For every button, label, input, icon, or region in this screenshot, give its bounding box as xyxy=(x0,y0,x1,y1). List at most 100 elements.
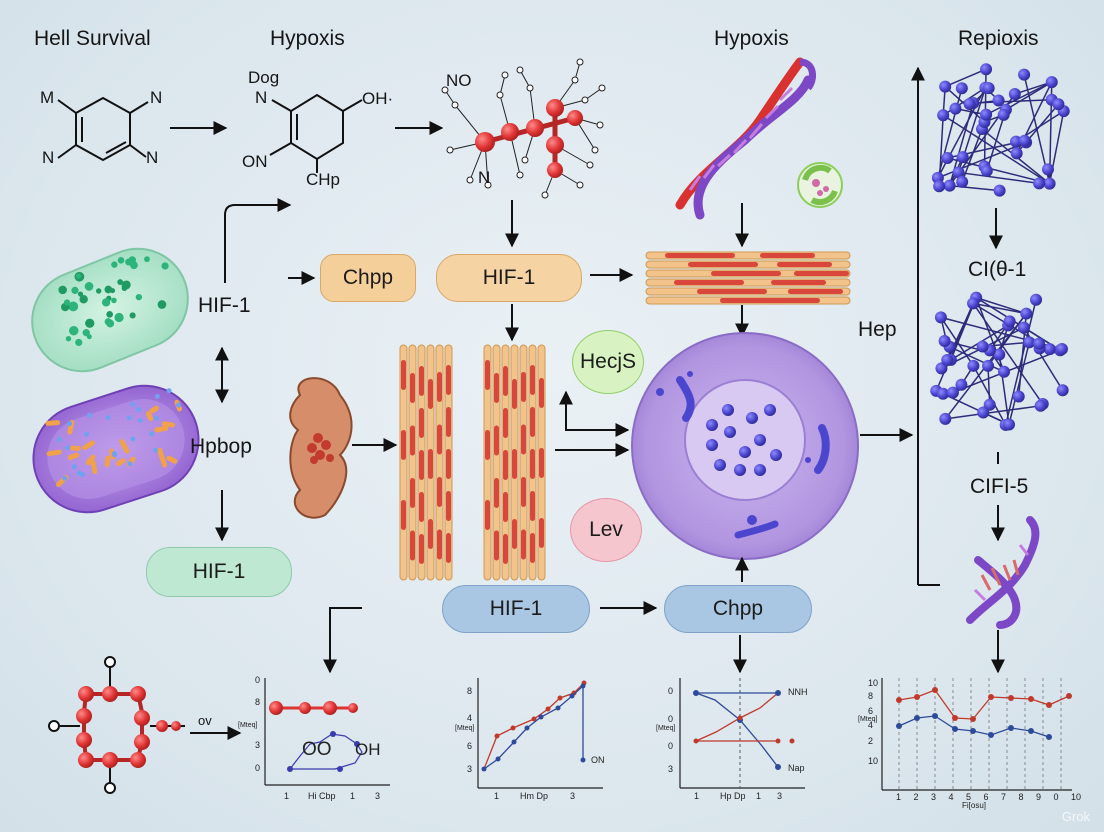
muscle-fibers-left xyxy=(399,344,453,581)
protein-node xyxy=(937,109,950,122)
organelle-dot xyxy=(76,470,82,476)
nucleus-node xyxy=(770,449,782,461)
fiber-band xyxy=(494,425,499,456)
chart-point xyxy=(932,713,938,719)
fiber-band xyxy=(485,500,490,530)
chart-point xyxy=(952,726,958,732)
protein-node xyxy=(1052,98,1065,111)
molecule-hexagon-1 xyxy=(57,96,149,162)
fiber-band xyxy=(401,360,406,390)
pill-chpp-blue[interactable]: Chpp xyxy=(664,585,812,633)
protein-node xyxy=(939,412,952,425)
fiber-band xyxy=(530,407,535,437)
fiber-band xyxy=(512,379,517,409)
organelle-dot xyxy=(86,412,92,418)
fiber-band xyxy=(521,372,526,402)
protein-node xyxy=(976,340,989,353)
tick-label: 8 xyxy=(868,691,874,701)
fiber-band xyxy=(503,366,508,396)
chart-point xyxy=(269,701,283,715)
tick-label: 3 xyxy=(777,791,783,801)
organelle-dot xyxy=(101,298,111,307)
organelle-dot xyxy=(95,288,102,294)
protein-node xyxy=(955,82,968,95)
badge-lev[interactable]: Lev xyxy=(570,498,642,562)
protein-node xyxy=(1055,343,1068,356)
organelle-dot xyxy=(130,436,136,442)
organelle-dot xyxy=(86,334,92,340)
fiber-band xyxy=(503,534,508,564)
chart-point xyxy=(299,702,311,714)
pill-hif1-top[interactable]: HIF-1 xyxy=(436,254,582,302)
organelle-dot xyxy=(58,285,67,295)
stack-band xyxy=(711,271,781,276)
tick-label: 0 xyxy=(255,675,261,685)
muscle-fiber xyxy=(435,344,444,581)
nucleus-node xyxy=(706,439,718,451)
organelle-dot xyxy=(65,445,71,451)
organelle-dot xyxy=(129,312,136,319)
legend-label: ON xyxy=(591,755,605,765)
organelle-dot xyxy=(63,299,71,306)
protein-node xyxy=(934,311,947,324)
legend-label: Nap xyxy=(788,763,805,773)
nucleus-node xyxy=(746,412,758,424)
organelle-dot xyxy=(62,475,68,481)
organelle-squiggle xyxy=(149,405,159,414)
organelle-dot xyxy=(157,300,167,309)
chart-series-line xyxy=(695,692,779,768)
fiber-band xyxy=(428,449,433,479)
organelle-dot xyxy=(161,262,169,270)
chart-point xyxy=(970,716,976,722)
organelle-squiggle xyxy=(67,452,80,461)
tick-label: 0 xyxy=(668,686,674,696)
tick-label: 3 xyxy=(570,791,576,801)
protein-node xyxy=(943,179,956,192)
chart-point xyxy=(580,683,586,689)
tick-label: 3 xyxy=(375,791,381,801)
organelle-dot xyxy=(105,415,111,421)
organelle-dot xyxy=(166,388,172,394)
fiber-stack xyxy=(645,251,851,305)
protein-node xyxy=(967,359,980,372)
fiber-band xyxy=(446,533,451,563)
tick-label: 0 xyxy=(255,763,261,773)
stack-band xyxy=(760,253,815,258)
nucleus-node xyxy=(764,404,776,416)
mitochondrion-green xyxy=(31,247,189,373)
chart-point xyxy=(693,690,699,696)
organelle-squiggle xyxy=(90,459,98,475)
protein-node xyxy=(1045,76,1058,89)
muscle-fiber xyxy=(492,344,501,581)
arrow xyxy=(323,607,362,674)
organelle-squiggle xyxy=(145,411,154,422)
fiber-band xyxy=(503,450,508,480)
pill-hif1-blue[interactable]: HIF-1 xyxy=(442,585,590,633)
muscle-fibers-right xyxy=(483,344,546,581)
atom-label: N xyxy=(478,168,491,187)
badge-hecs[interactable]: HecjS xyxy=(572,330,644,394)
fiber-band xyxy=(437,372,442,402)
chart-point xyxy=(775,738,781,744)
organelle-dot xyxy=(137,418,143,424)
chart-series-line xyxy=(289,733,363,770)
organelle-dot xyxy=(67,421,73,427)
axis-label: [Mteq] xyxy=(858,716,878,723)
tick-label: Hi Cbp xyxy=(308,791,336,801)
nucleus-node xyxy=(714,459,726,471)
organelle-squiggle xyxy=(67,420,75,435)
organelle-dot xyxy=(149,431,155,437)
chart-point xyxy=(494,733,500,739)
nucleus-node xyxy=(706,419,718,431)
protein-node xyxy=(993,348,1006,361)
protein-node xyxy=(967,297,980,310)
pill-chpp-top[interactable]: Chpp xyxy=(320,254,416,302)
chart-point xyxy=(896,697,902,703)
fiber-band xyxy=(494,530,499,561)
pill-hif1-green[interactable]: HIF-1 xyxy=(146,547,292,597)
tick-label: 1 xyxy=(494,791,500,801)
fiber-band xyxy=(530,491,535,521)
tissue-organ xyxy=(289,377,353,519)
